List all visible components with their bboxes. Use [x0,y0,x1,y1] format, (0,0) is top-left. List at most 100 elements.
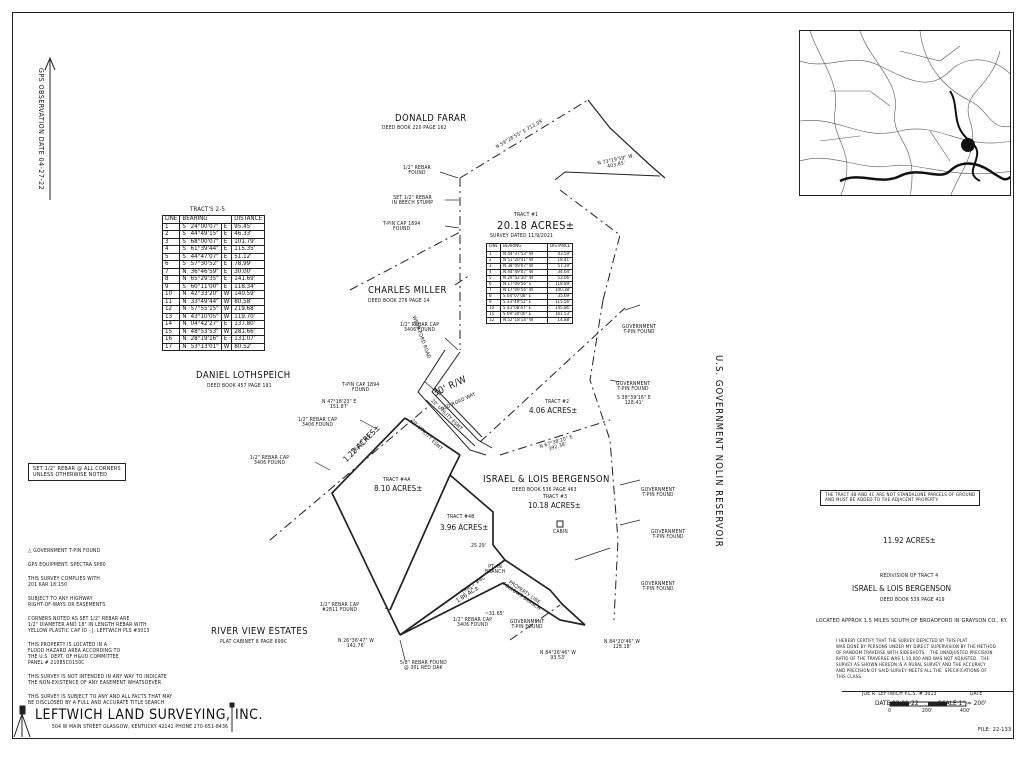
company-name: LEFTWICH LAND SURVEYING, INC. [35,707,263,723]
table-cell: 53°13'01" [188,342,222,351]
table-cell: 10 [161,290,181,299]
tract4b-label: TRACT #4B [447,514,475,520]
table-cell: E [220,320,233,329]
cabin-symbol [556,520,564,528]
col-line: LINE [161,215,181,224]
signature-line [842,691,1014,692]
table-cell: 57°30'52" [188,260,222,269]
owner-bergenson-deed: DEED BOOK 536 PAGE 463 [512,487,577,493]
bearing-label: N 47°18'23" E 151.87' [322,399,357,411]
monument-label: 1/2" REBAR FOUND [403,165,431,177]
vicinity-map [800,31,1010,195]
table-cell: W [220,305,233,314]
table-cell: 16 [161,335,181,344]
tract1-acres: 20.18 ACRES± [497,219,575,232]
table-cell: S [179,230,189,239]
tripod-logo-icon [13,702,235,738]
table-cell: 12 [161,305,181,314]
col-line: LINE [485,243,502,252]
title-deed: DEED BOOK 539 PAGE 419 [880,597,945,603]
table-cell: N [179,335,189,344]
title-owner-name: ISRAEL & LOIS BERGENSON [852,584,951,593]
table-cell: E [220,275,233,284]
monument-label: 5/8" REBAR FOUND @ 30L RED OAK [400,660,447,672]
table-cell: 8 [161,275,181,284]
tract25-table-title: TRACT'S 2-5 [190,206,226,213]
table-cell: 6 [161,260,181,269]
table-cell: N [179,342,189,351]
road-right-of-way [417,349,493,456]
col-bearing: BEARING [500,243,549,252]
monument-label: 1/2" REBAR CAP #2811 FOUND [320,602,360,614]
location-map-inset [799,30,1011,196]
table-cell: 80.52' [231,342,265,351]
corner-note-box: SET 1/2" REBAR @ ALL CORNERS UNLESS OTHE… [28,463,126,481]
table-cell: 4 [161,245,181,254]
table-cell: 61°39'44" [188,245,222,254]
table-cell: 219.68' [231,305,265,314]
table-cell: 14.88' [547,316,574,324]
total-acres: 11.92 ACRES± [883,536,936,545]
boundary-dashed-lines [269,99,626,641]
table-cell: 131.07' [231,335,265,344]
table-cell: E [220,245,233,254]
owner-riverview-plat: PLAT CABINET 8 PAGE 699C [220,639,288,645]
monument-label: 1/2" REBAR CAP 3406 FOUND [298,417,338,429]
table-cell: 46.33' [231,230,265,239]
table-cell: 14 [161,320,181,329]
redivision-label: REDIVISION OF TRACT 4 [880,573,939,579]
tract-boundaries [330,417,586,636]
owner-bergenson-name: ISRAEL & LOIS BERGENSON [483,474,610,485]
plat-scale: SCALE 1" = 200' [938,699,987,707]
table-cell: N [179,305,189,314]
owner-farar-name: DONALD FARAR [395,113,467,124]
tract1-label: TRACT #1 [514,212,539,218]
table-cell: 12 [485,316,502,324]
survey-note: SUBJECT TO ANY HIGHWAY RIGHT-OF-WAYS OR … [28,596,106,608]
table-cell: N [179,290,189,299]
table-cell: 78.99' [231,260,265,269]
tract3-acres: 10.18 ACRES± [528,501,581,510]
monument-label: GOVERNMENT T-PIN FOUND [510,619,545,631]
plat-date: DATE 03-01-22 [875,699,919,707]
monument-label: T-PIN CAP 1894 FOUND [383,221,421,233]
owner-miller-name: CHARLES MILLER [368,285,447,296]
branch-point-label: PT. IN BRANCH [485,564,506,576]
table-cell: 2 [161,230,181,239]
bearing-label: N 84°20'46" W 128.18' [604,639,640,651]
table-cell: N [179,320,189,329]
survey-note: THIS SURVEY IS SUBJECT TO ANY AND ALL FA… [28,694,173,706]
monument-label: GOVERNMENT T-PIN FOUND [651,529,686,541]
table-cell: 44°49'15" [188,230,222,239]
table-cell: 42°33'20" [188,290,222,299]
tract1-survey-date: SURVEY DATED 11/9/2021 [490,233,554,239]
survey-note: THIS PROPERTY IS LOCATED IN A FLOOD HAZA… [28,642,121,666]
signature-date-label: DATE [970,691,983,697]
distance-label: 25.29' [471,543,487,549]
distance-label: ~31.65' [485,611,505,617]
monument-label: 1/2" REBAR CAP 3406 FOUND [400,322,440,334]
col-distance: DISTANCE [547,243,574,252]
site-location-marker [961,138,975,152]
table-cell: 28°19'16" [188,335,222,344]
bearing-label: N 84°26'46" W 93.53' [540,650,576,662]
survey-note: GPS EQUIPMENT: SPECTRA SP80 [28,562,106,568]
reservoir-label: U.S. GOVERNMENT NOLIN RESERVOIR [713,355,724,548]
table-cell: S [179,260,189,269]
monument-label: SET 1/2" REBAR IN BEECH STUMP [392,195,434,207]
bearing-label: S 38°39'16" E 128.41' [617,395,651,407]
bearing-label: N 26°36'47" W 142.76' [338,638,374,650]
drawing-border [12,12,1014,739]
table-cell: E [220,230,233,239]
location-description: LOCATED APPROX 1.5 MILES SOUTH OF BROADF… [816,618,1008,624]
col-distance: DISTANCE [231,215,265,224]
scale-tick-400: 400' [960,708,971,714]
